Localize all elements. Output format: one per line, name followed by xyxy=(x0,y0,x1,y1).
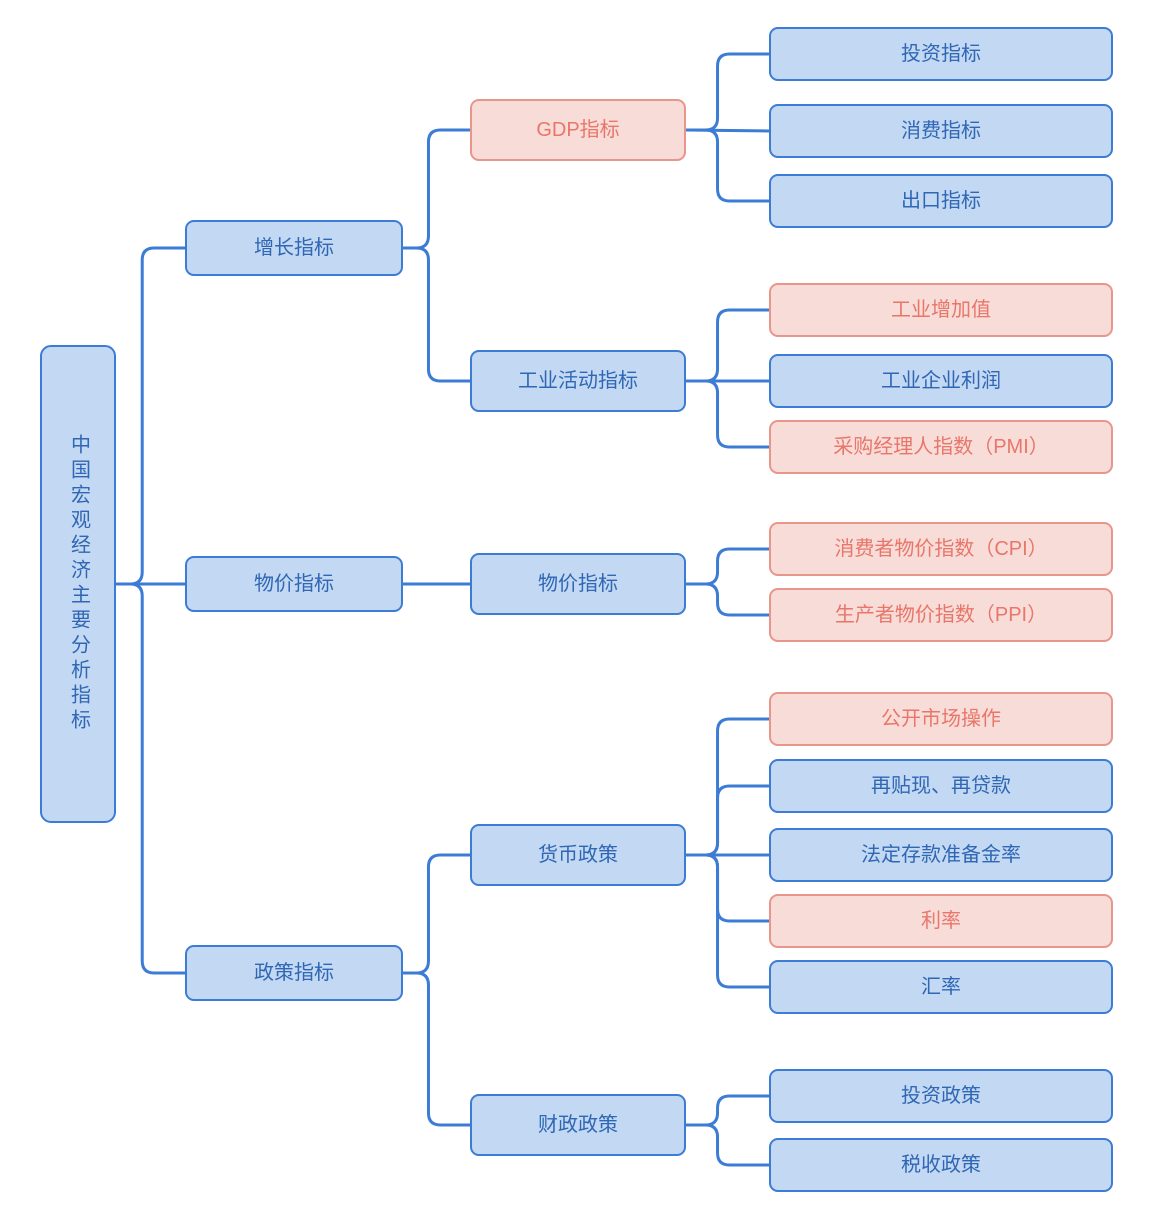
branch-node-3[interactable]: 政策指标 xyxy=(185,945,403,1001)
node-label: 财政政策 xyxy=(538,1113,618,1136)
subbranch-node-5[interactable]: 财政政策 xyxy=(470,1094,686,1156)
leaf-node-1[interactable]: 投资指标 xyxy=(769,27,1113,81)
subbranch-node-1[interactable]: GDP指标 xyxy=(470,99,686,161)
node-label: 消费者物价指数（CPI） xyxy=(834,537,1048,560)
node-label: 货币政策 xyxy=(538,843,618,866)
node-label: 投资政策 xyxy=(901,1084,981,1107)
node-label: 投资指标 xyxy=(901,42,981,65)
node-label: 利率 xyxy=(921,909,961,932)
leaf-node-6[interactable]: 采购经理人指数（PMI） xyxy=(769,420,1113,474)
node-label: 采购经理人指数（PMI） xyxy=(833,435,1049,458)
node-label: 增长指标 xyxy=(254,236,334,259)
node-label: GDP指标 xyxy=(536,118,620,141)
node-label: 消费指标 xyxy=(901,119,981,142)
leaf-node-4[interactable]: 工业增加值 xyxy=(769,283,1113,337)
node-label: 汇率 xyxy=(921,975,961,998)
leaf-node-15[interactable]: 税收政策 xyxy=(769,1138,1113,1192)
leaf-node-12[interactable]: 利率 xyxy=(769,894,1113,948)
node-label: 生产者物价指数（PPI） xyxy=(834,603,1048,626)
leaf-node-11[interactable]: 法定存款准备金率 xyxy=(769,828,1113,882)
node-label: 政策指标 xyxy=(254,961,334,984)
leaf-node-14[interactable]: 投资政策 xyxy=(769,1069,1113,1123)
leaf-node-8[interactable]: 生产者物价指数（PPI） xyxy=(769,588,1113,642)
node-label: 再贴现、再贷款 xyxy=(871,774,1011,797)
subbranch-node-4[interactable]: 货币政策 xyxy=(470,824,686,886)
leaf-node-5[interactable]: 工业企业利润 xyxy=(769,354,1113,408)
node-label: 出口指标 xyxy=(901,189,981,212)
leaf-node-10[interactable]: 再贴现、再贷款 xyxy=(769,759,1113,813)
node-label: 物价指标 xyxy=(254,572,334,595)
node-label: 物价指标 xyxy=(538,572,618,595)
leaf-node-3[interactable]: 出口指标 xyxy=(769,174,1113,228)
node-label: 工业活动指标 xyxy=(518,369,638,392)
leaf-node-9[interactable]: 公开市场操作 xyxy=(769,692,1113,746)
subbranch-node-2[interactable]: 工业活动指标 xyxy=(470,350,686,412)
node-label: 中国宏观经济主要分析指标 xyxy=(67,434,90,734)
leaf-node-2[interactable]: 消费指标 xyxy=(769,104,1113,158)
node-label: 公开市场操作 xyxy=(881,707,1001,730)
node-label: 法定存款准备金率 xyxy=(861,843,1021,866)
node-label: 税收政策 xyxy=(901,1153,981,1176)
branch-node-2[interactable]: 物价指标 xyxy=(185,556,403,612)
leaf-node-7[interactable]: 消费者物价指数（CPI） xyxy=(769,522,1113,576)
subbranch-node-3[interactable]: 物价指标 xyxy=(470,553,686,615)
branch-node-1[interactable]: 增长指标 xyxy=(185,220,403,276)
root-node[interactable]: 中国宏观经济主要分析指标 xyxy=(40,345,116,823)
node-label: 工业增加值 xyxy=(891,298,991,321)
node-label: 工业企业利润 xyxy=(881,369,1001,392)
leaf-node-13[interactable]: 汇率 xyxy=(769,960,1113,1014)
